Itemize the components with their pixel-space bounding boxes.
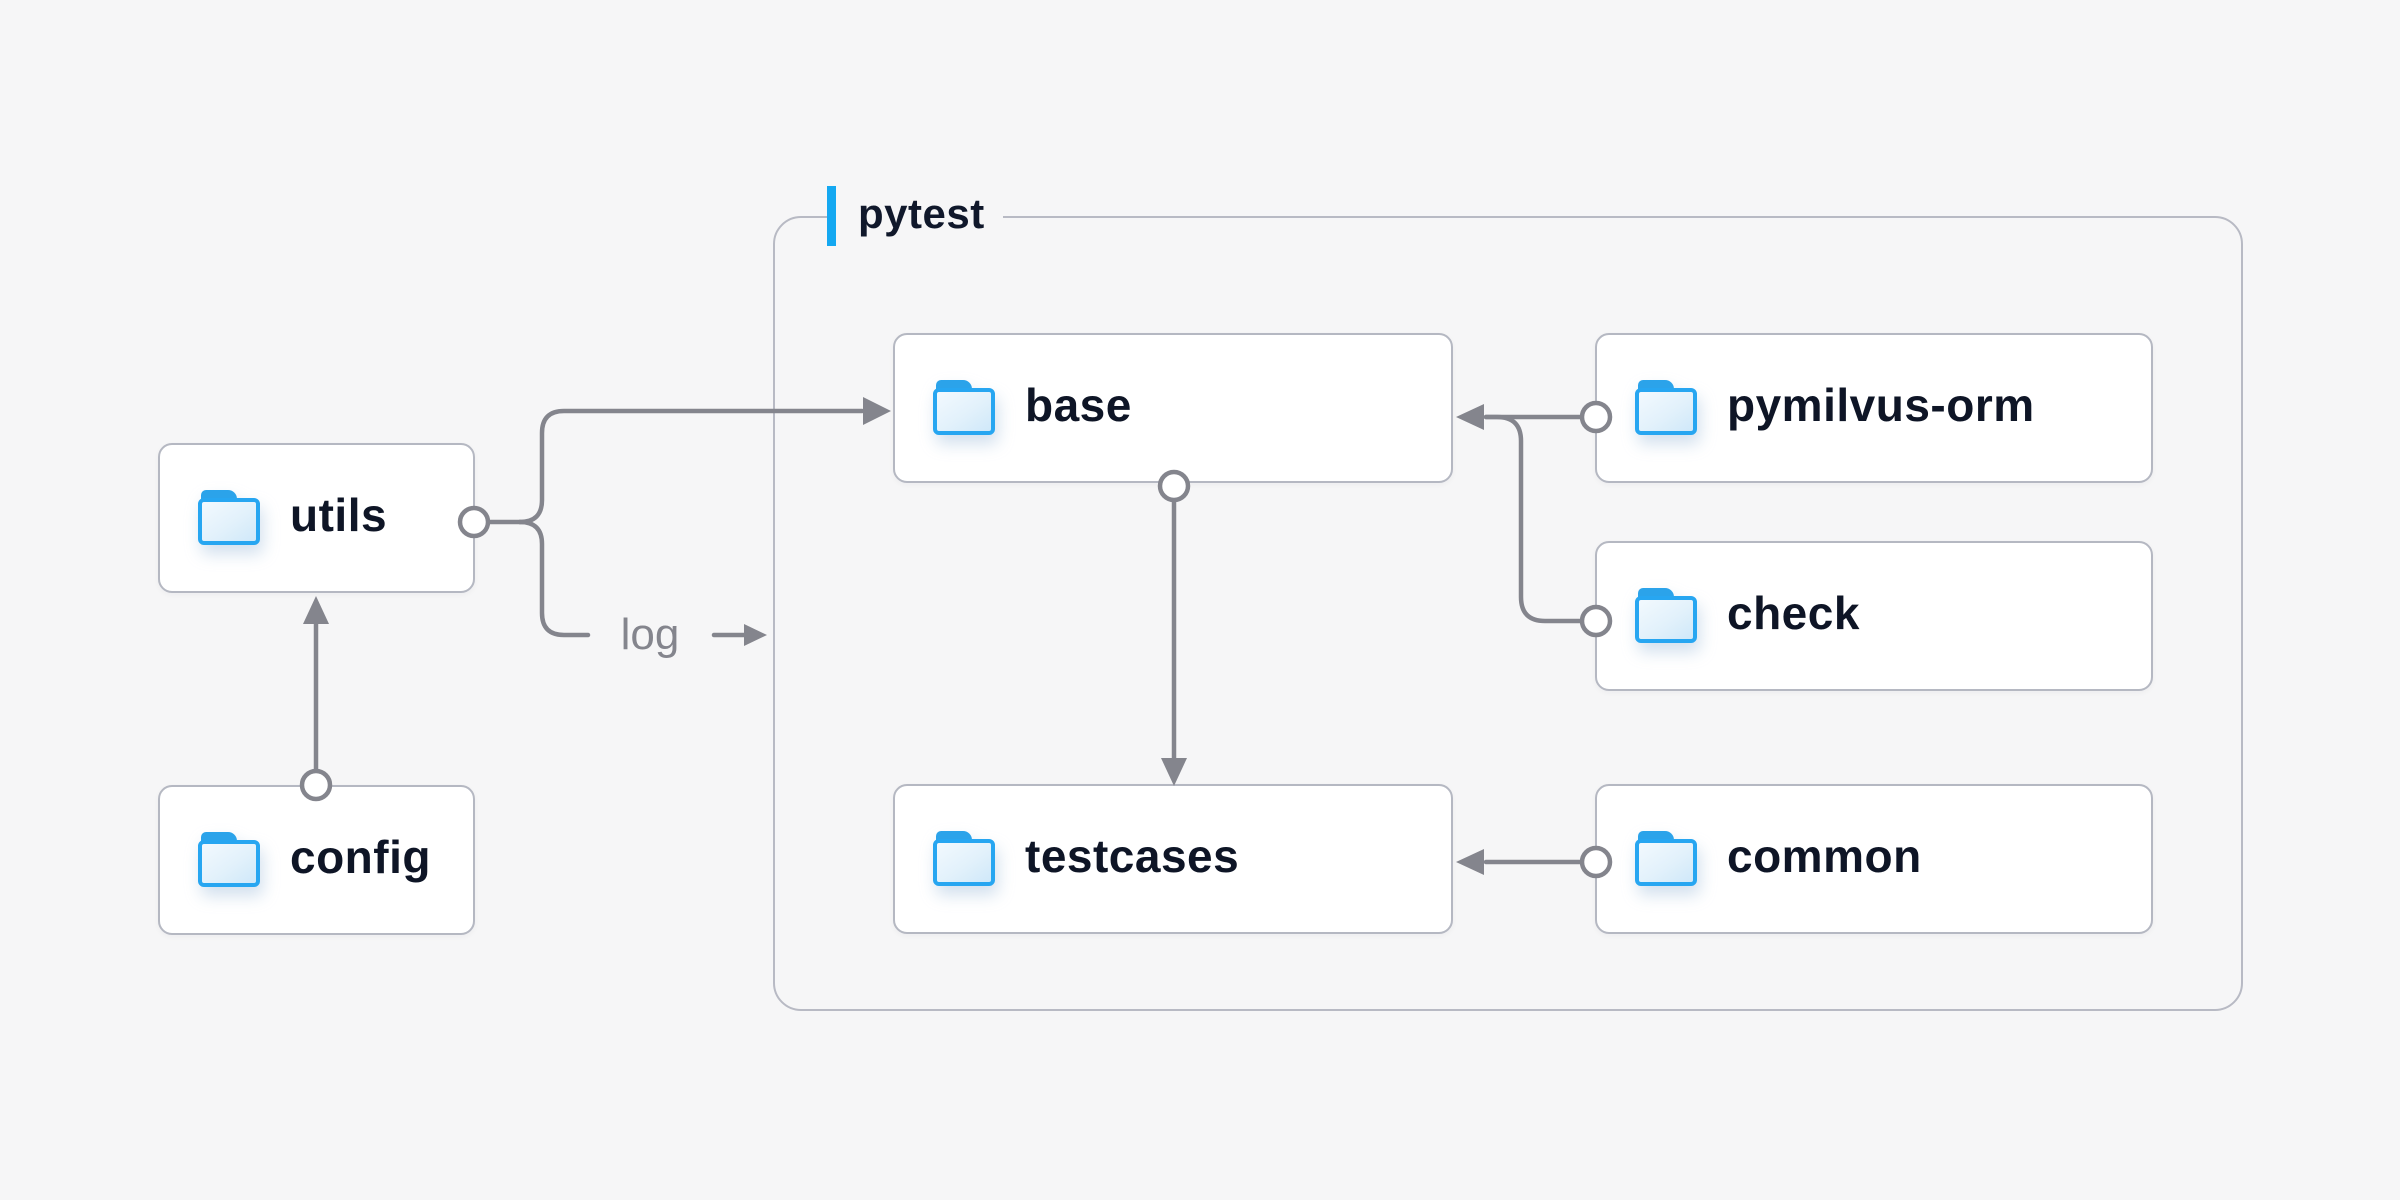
arrowhead-into-base-right xyxy=(1456,404,1484,430)
folder-body xyxy=(1635,596,1697,643)
node-label: pymilvus-orm xyxy=(1727,379,2035,431)
folder-icon xyxy=(1635,588,1699,644)
connector-dot-utils xyxy=(457,505,491,539)
arrowhead-log xyxy=(744,624,767,646)
node-common: common xyxy=(1595,784,2153,934)
node-pymilvus-orm: pymilvus-orm xyxy=(1595,333,2153,483)
connector-dot-check xyxy=(1579,604,1613,638)
edge-utils-to-log xyxy=(517,519,591,638)
arrowhead-into-base-left xyxy=(863,397,891,425)
pytest-group-label: pytest xyxy=(827,184,1003,248)
folder-body xyxy=(1635,839,1697,886)
edge-utils-to-base xyxy=(517,408,865,525)
folder-body xyxy=(198,840,260,887)
folder-icon xyxy=(1635,831,1699,887)
folder-body xyxy=(198,498,260,545)
folder-icon xyxy=(933,831,997,887)
group-title: pytest xyxy=(858,190,985,237)
folder-icon xyxy=(198,832,262,888)
arrowhead-into-testcases-top xyxy=(1161,758,1187,786)
node-base: base xyxy=(893,333,1453,483)
connector-dot-common xyxy=(1579,845,1613,879)
folder-body xyxy=(933,388,995,435)
node-config: config xyxy=(158,785,475,935)
edge-check-to-base xyxy=(1483,414,1583,624)
pytest-group xyxy=(773,216,2243,1011)
connector-dot-config xyxy=(299,768,333,802)
arrowhead-into-utils xyxy=(303,596,329,624)
folder-icon xyxy=(198,490,262,546)
node-check: check xyxy=(1595,541,2153,691)
folder-body xyxy=(933,839,995,886)
node-label: utils xyxy=(290,489,388,541)
node-testcases: testcases xyxy=(893,784,1453,934)
connector-dot-base xyxy=(1157,469,1191,503)
folder-icon xyxy=(933,380,997,436)
node-utils: utils xyxy=(158,443,475,593)
node-label: testcases xyxy=(1025,830,1240,882)
folder-body xyxy=(1635,388,1697,435)
folder-icon xyxy=(1635,380,1699,436)
edge-label-log: log xyxy=(620,610,680,659)
node-label: base xyxy=(1025,379,1132,431)
connector-dot-pymilvus-orm xyxy=(1579,400,1613,434)
accent-bar-icon xyxy=(827,186,836,246)
node-label: config xyxy=(290,831,431,883)
node-label: common xyxy=(1727,830,1922,882)
node-label: check xyxy=(1727,587,1860,639)
arrowhead-into-testcases-right xyxy=(1456,849,1484,875)
